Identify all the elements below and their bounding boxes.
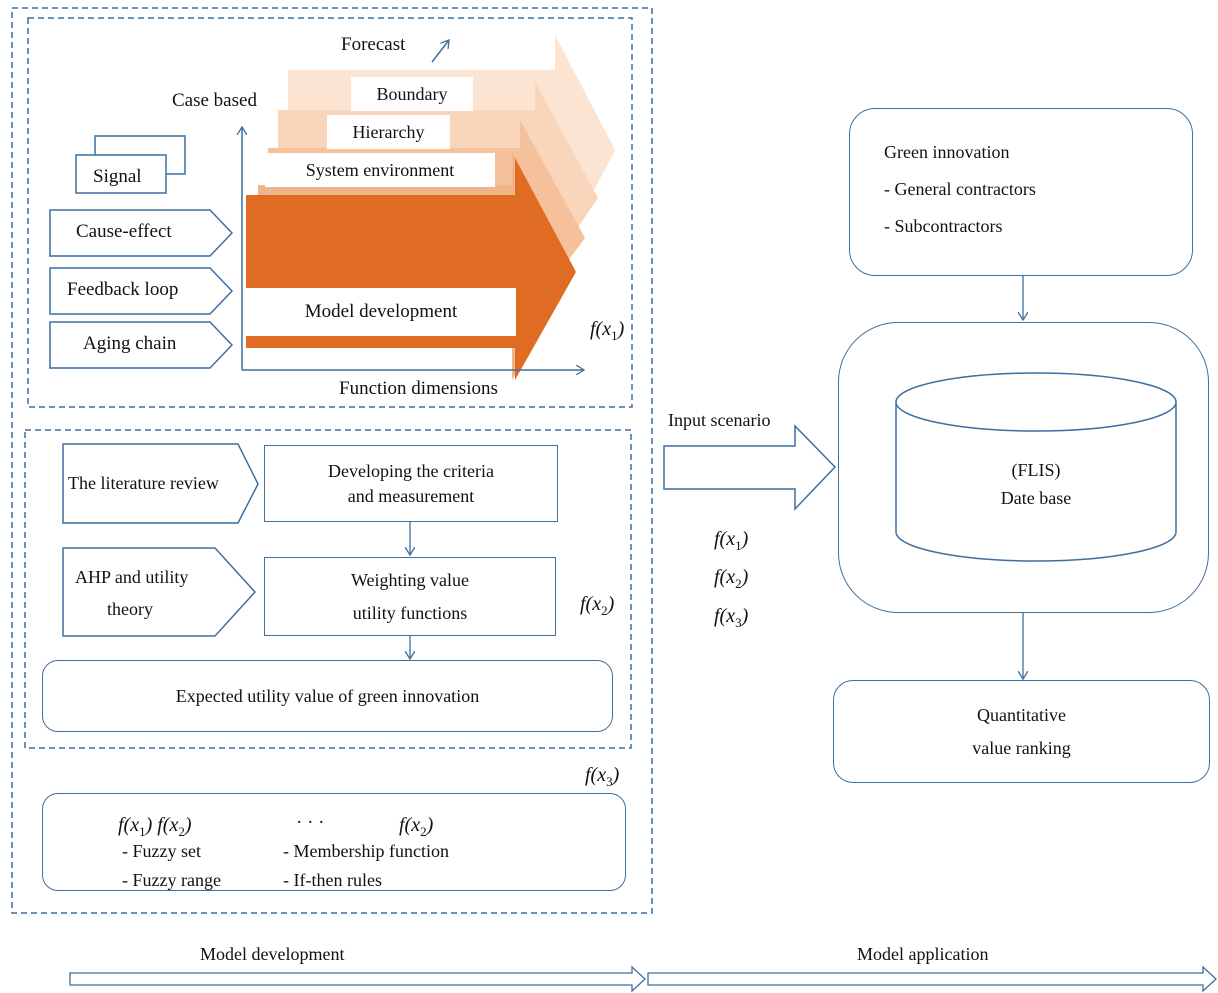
fuzzy-ellipsis: · · · [296,812,325,833]
feedback-loop-label: Feedback loop [67,279,179,300]
forecast-arrow [431,40,449,63]
fx2-label: f(x2) [580,593,615,618]
top-dashed-panel [27,17,633,408]
green-innovation-box: Green innovation - General contractors -… [849,108,1193,276]
criteria-box: Developing the criteria and measurement [264,445,558,522]
weighting-box: Weighting value utility functions [264,557,556,636]
fuzzy-set-label: - Fuzzy set [122,841,201,861]
flis-label: (FLIS) [1011,460,1061,480]
function-dimensions-label: Function dimensions [339,378,498,399]
quant-line1: Quantitative [977,705,1066,726]
fx1-top-label: f(x1) [590,318,625,343]
signal-label: Signal [93,166,142,187]
weighting-line1: Weighting value [350,570,470,591]
aging-chain-shape [49,321,234,369]
feedback-loop-shape [49,267,234,315]
general-contractors-label: - General contractors [884,179,1036,199]
database-label: (FLIS) Date base [896,458,1176,511]
ahp-line2: theory [107,599,153,620]
quant-line2: value ranking [972,737,1071,758]
date-base-label: Date base [1000,488,1072,509]
model-development-label: Model development [246,288,516,336]
case-based-label: Case based [172,90,257,111]
weighting-line2: utility functions [352,602,468,623]
green-innovation-label: Green innovation [884,142,1010,162]
middle-dashed-panel [24,429,632,749]
center-fx1: f(x1) [714,528,749,553]
ahp-shape [62,547,257,637]
cause-effect-label: Cause-effect [76,221,172,242]
system-environment-label: System environment [265,153,495,187]
boundary-label: Boundary [351,77,473,111]
cause-effect-shape [49,209,234,257]
database-cylinder [895,402,1177,562]
fuzzy-fx1-fx2: f(x1) f(x2) [118,814,192,839]
fuzzy-range-label: - Fuzzy range [122,870,221,890]
input-scenario-arrow [663,424,837,511]
forecast-label: Forecast [341,34,406,55]
criteria-line2: and measurement [347,485,475,506]
signal-front-box [75,154,167,194]
subcontractors-label: - Subcontractors [884,216,1003,236]
literature-review-shape [62,443,259,524]
fx3-label: f(x3) [585,764,620,789]
criteria-line1: Developing the criteria [328,461,494,482]
footer-application-arrow [647,965,1217,993]
footer-model-application: Model application [857,944,989,964]
expected-utility-label: Expected utility value of green innovati… [175,685,480,706]
fuzzy-box: f(x1) f(x2) · · · f(x2) - Fuzzy set - Fu… [42,793,626,891]
input-scenario-label: Input scenario [668,410,771,430]
fuzzy-fx2-right: f(x2) [399,814,434,839]
ahp-line1: AHP and utility [75,567,189,587]
footer-model-development: Model development [200,944,345,964]
database-container [838,322,1209,613]
ranking-box: Quantitative value ranking [833,680,1210,783]
expected-utility-box: Expected utility value of green innovati… [42,660,613,732]
database-cylinder-top [895,372,1177,432]
outer-dashed-frame [11,7,653,914]
center-fx2: f(x2) [714,566,749,591]
center-fx3: f(x3) [714,605,749,630]
membership-label: - Membership function [283,841,449,861]
ahp-label: AHP and utility theory [75,565,189,622]
footer-development-arrow [69,965,646,993]
hierarchy-label: Hierarchy [327,115,450,149]
literature-review-label: The literature review [68,473,219,493]
aging-chain-label: Aging chain [83,333,177,354]
if-then-label: - If-then rules [283,870,382,890]
